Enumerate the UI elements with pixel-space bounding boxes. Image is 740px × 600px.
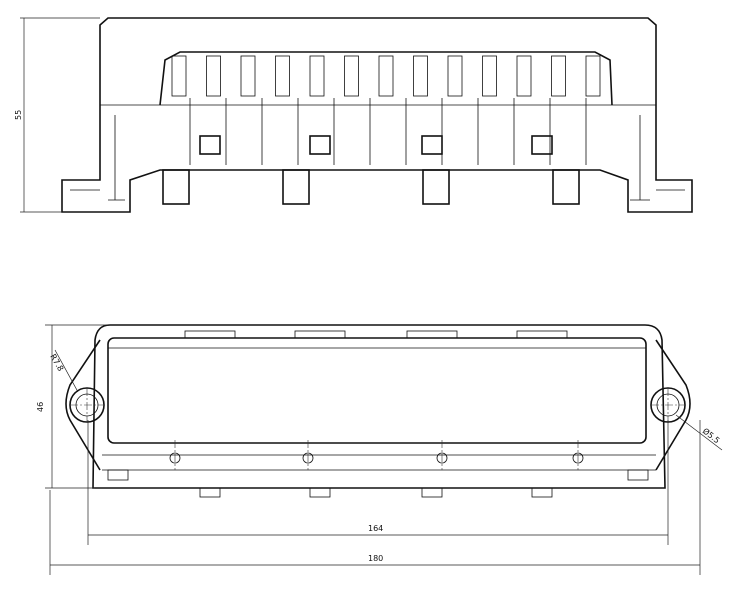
front-view: 55	[14, 17, 693, 213]
base-body	[61, 105, 693, 213]
terminal-rib	[206, 55, 221, 97]
terminal-window	[531, 135, 553, 155]
terminal-rib	[309, 55, 325, 97]
overall-length-dimension-180: 180	[368, 554, 383, 563]
hole-spacing-dimension-164: 164	[368, 524, 383, 533]
terminal-rib	[482, 55, 497, 97]
terminal-rib	[344, 55, 359, 97]
terminal-rib	[413, 55, 428, 97]
foot-tab	[199, 487, 221, 498]
height-dimension-46: 46	[36, 402, 45, 412]
hole-diameter-dimension: Ø5.5	[701, 426, 722, 446]
top-tab	[516, 330, 568, 339]
terminal-rib	[585, 55, 601, 97]
terminal-window	[421, 135, 443, 155]
left-ear	[65, 339, 101, 471]
body-outline	[92, 324, 666, 489]
right-ear	[655, 339, 691, 471]
foot-tab	[421, 487, 443, 498]
top-tab	[406, 330, 458, 339]
terminal-rib	[551, 55, 566, 97]
terminal-rib	[275, 55, 290, 97]
lid	[107, 337, 647, 444]
screw-terminal	[436, 452, 448, 464]
mounting-peg	[422, 169, 450, 205]
top-tab	[294, 330, 346, 339]
radius-dimension: R7.8	[48, 353, 65, 373]
height-dimension-55: 55	[14, 110, 23, 120]
terminal-rib	[447, 55, 463, 97]
mounting-peg	[282, 169, 310, 205]
terminal-window	[309, 135, 331, 155]
terminal-rib	[171, 55, 187, 97]
screw-terminal	[302, 452, 314, 464]
top-tab	[184, 330, 236, 339]
screw-terminal	[169, 452, 181, 464]
mounting-peg	[552, 169, 580, 205]
terminal-rib	[378, 55, 394, 97]
rib-frame	[159, 51, 613, 106]
terminal-rib	[240, 55, 256, 97]
foot-tab	[531, 487, 553, 498]
terminal-window	[199, 135, 221, 155]
cover-outline	[99, 17, 657, 105]
top-view: 46 R7.8 Ø5.5 164 180	[36, 324, 723, 575]
foot-tab	[309, 487, 331, 498]
mounting-peg	[162, 169, 190, 205]
screw-terminal	[572, 452, 584, 464]
terminal-rib	[516, 55, 532, 97]
